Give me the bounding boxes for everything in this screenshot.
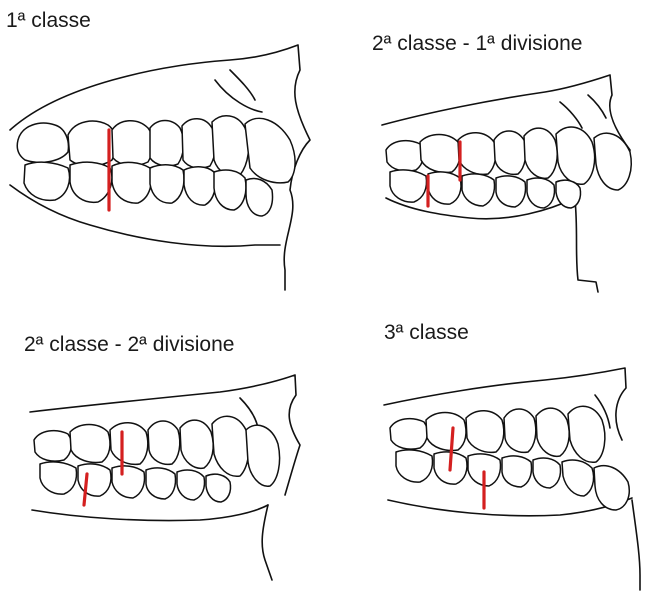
- class-3-jaws: [384, 368, 640, 590]
